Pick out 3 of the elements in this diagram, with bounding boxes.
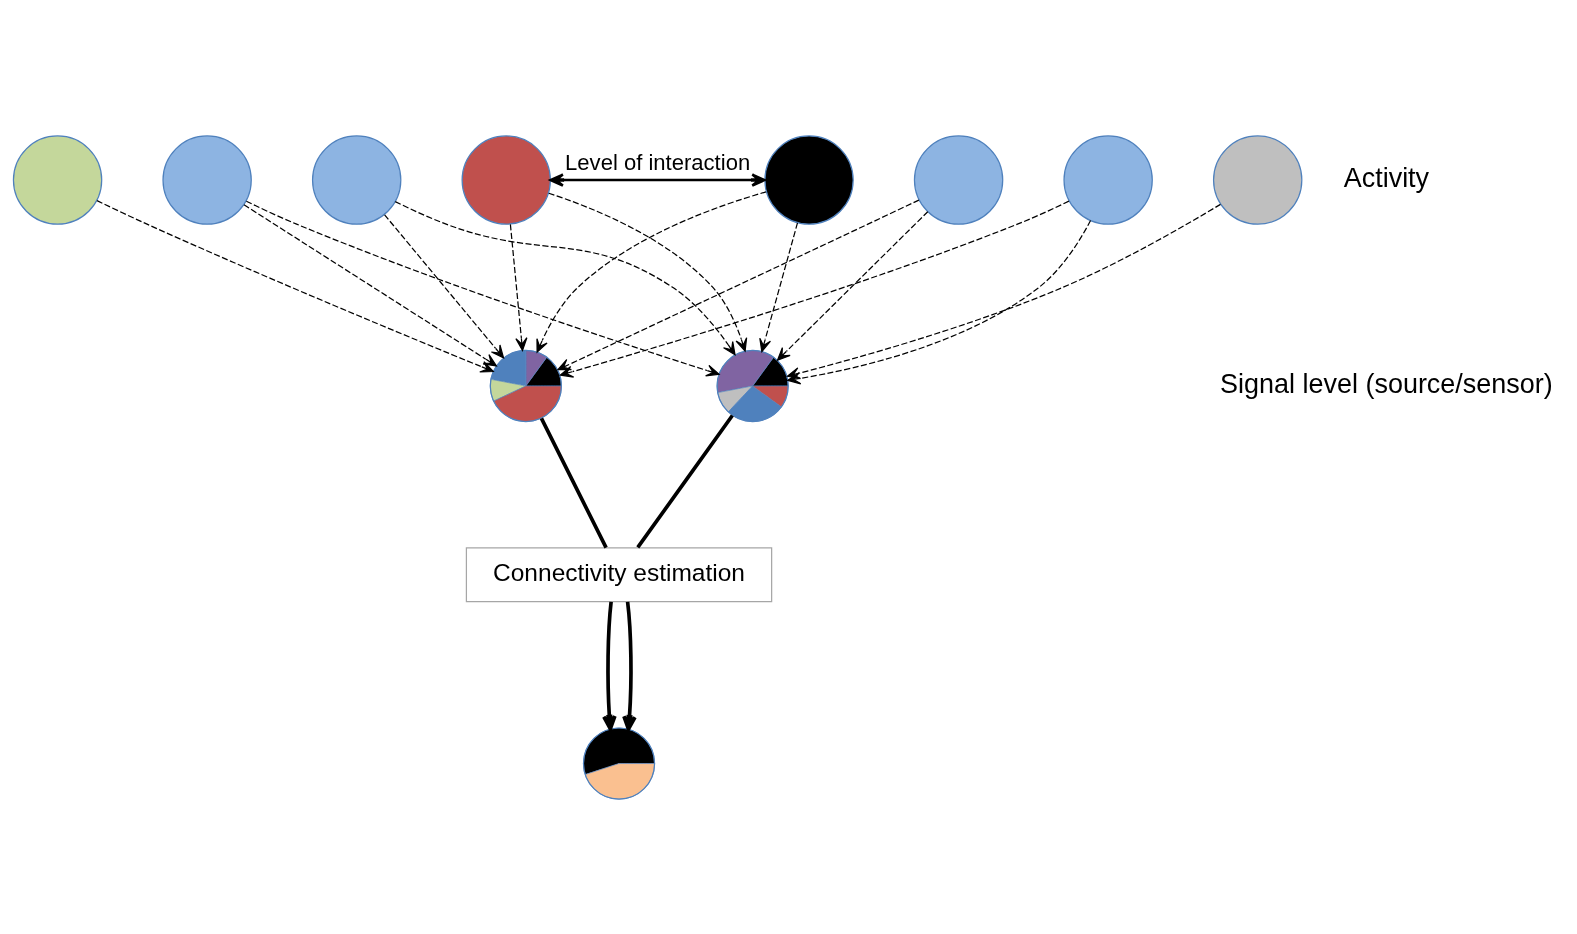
edge-label: Level of interaction	[565, 148, 751, 174]
label: Signal level (source/sensor)	[1220, 368, 1553, 399]
label: Activity	[1343, 162, 1430, 193]
